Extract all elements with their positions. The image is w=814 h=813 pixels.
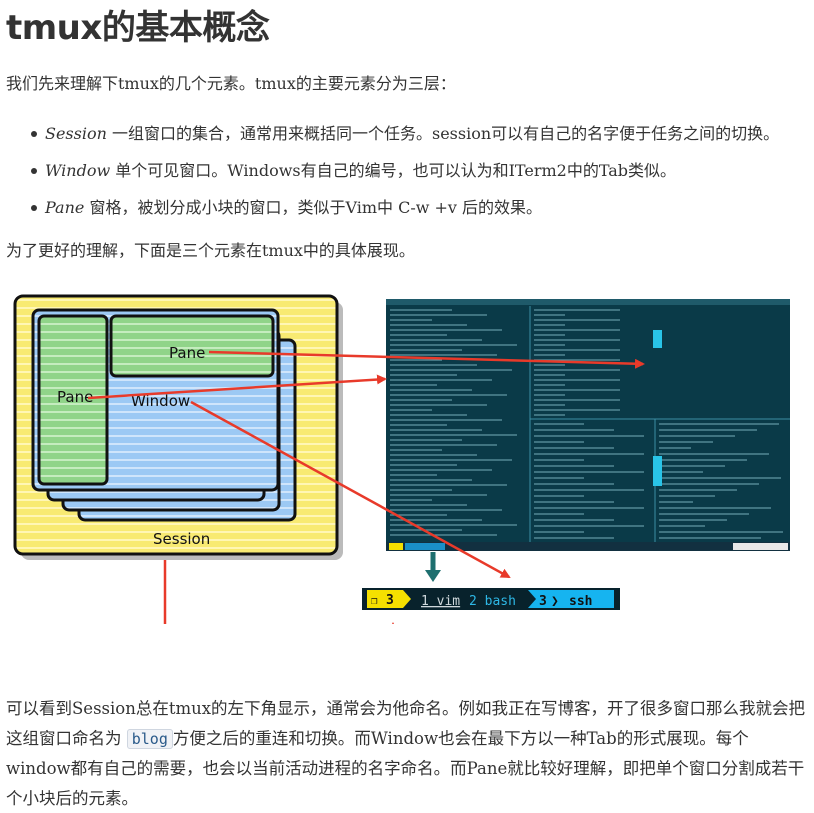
- list-item-pane: Pane 窗格，被划分成小块的窗口，类似于Vim中 C-w +v 后的效果。: [0, 191, 779, 228]
- window-label: Window: [131, 392, 190, 410]
- status-window-2: 2 bash: [469, 594, 516, 609]
- session-label: Session: [153, 530, 210, 548]
- arrow-pane: [208, 350, 645, 369]
- explanation-part-1: 可以看到Session总在tmux的左下角显示，通常会为他命名。例如我正在写博客…: [6, 699, 806, 748]
- tmux-diagram: Pane Pane Window Session ❐ 3 1 vim 2 bas…: [13, 294, 790, 624]
- term-session: Session: [45, 124, 107, 143]
- status-window-3: ssh: [569, 594, 592, 609]
- term-window: Window: [45, 161, 111, 180]
- status-session-glyph: ❐: [371, 594, 378, 607]
- pane-top: [109, 314, 275, 378]
- term-pane: Pane: [45, 198, 85, 217]
- second-paragraph: 为了更好的理解，下面是三个元素在tmux中的具体展现。: [6, 241, 415, 260]
- intro-paragraph: 我们先来理解下tmux的几个元素。tmux的主要元素分为三层：: [6, 74, 456, 93]
- desc-window: 单个可见窗口。Windows有自己的编号，也可以认为和ITerm2中的Tab类似…: [110, 161, 677, 180]
- tmux-statusbar: ❐ 3 1 vim 2 bash 3 ❯ ssh: [362, 588, 620, 610]
- explanation-part-2: 方便之后的重连和切换。而Window也会在最下方以一种Tab的形式展现。每个wi…: [6, 728, 805, 808]
- arrow-window: [190, 400, 511, 579]
- desc-pane: 窗格，被划分成小块的窗口，类似于Vim中 C-w +v 后的效果。: [84, 198, 543, 217]
- pane-left: [37, 314, 109, 486]
- explanation-paragraph: 可以看到Session总在tmux的左下角显示，通常会为他命名。例如我正在写博客…: [6, 694, 812, 813]
- status-window-1: 1 vim: [421, 594, 460, 609]
- session-name-code: blog: [126, 728, 173, 749]
- terminal-screenshot: [386, 299, 790, 551]
- pane-label-top: Pane: [169, 344, 205, 362]
- status-session-number: 3: [386, 593, 394, 608]
- page-title: tmux的基本概念: [6, 8, 270, 48]
- pane-label-left: Pane: [57, 388, 93, 406]
- arrow-pane-left: [87, 374, 387, 400]
- connector-arrow-head: [425, 570, 441, 582]
- status-window-3-number: 3: [539, 594, 547, 609]
- arrow-session: [163, 560, 398, 624]
- status-separator-glyph: ❯: [551, 594, 559, 609]
- list-item-window: Window 单个可见窗口。Windows有自己的编号，也可以认为和ITerm2…: [0, 154, 779, 191]
- concept-list: Session 一组窗口的集合，通常用来概括同一个任务。session可以有自己…: [0, 117, 779, 228]
- list-item-session: Session 一组窗口的集合，通常用来概括同一个任务。session可以有自己…: [0, 117, 779, 154]
- desc-session: 一组窗口的集合，通常用来概括同一个任务。session可以有自己的名字便于任务之…: [106, 124, 780, 143]
